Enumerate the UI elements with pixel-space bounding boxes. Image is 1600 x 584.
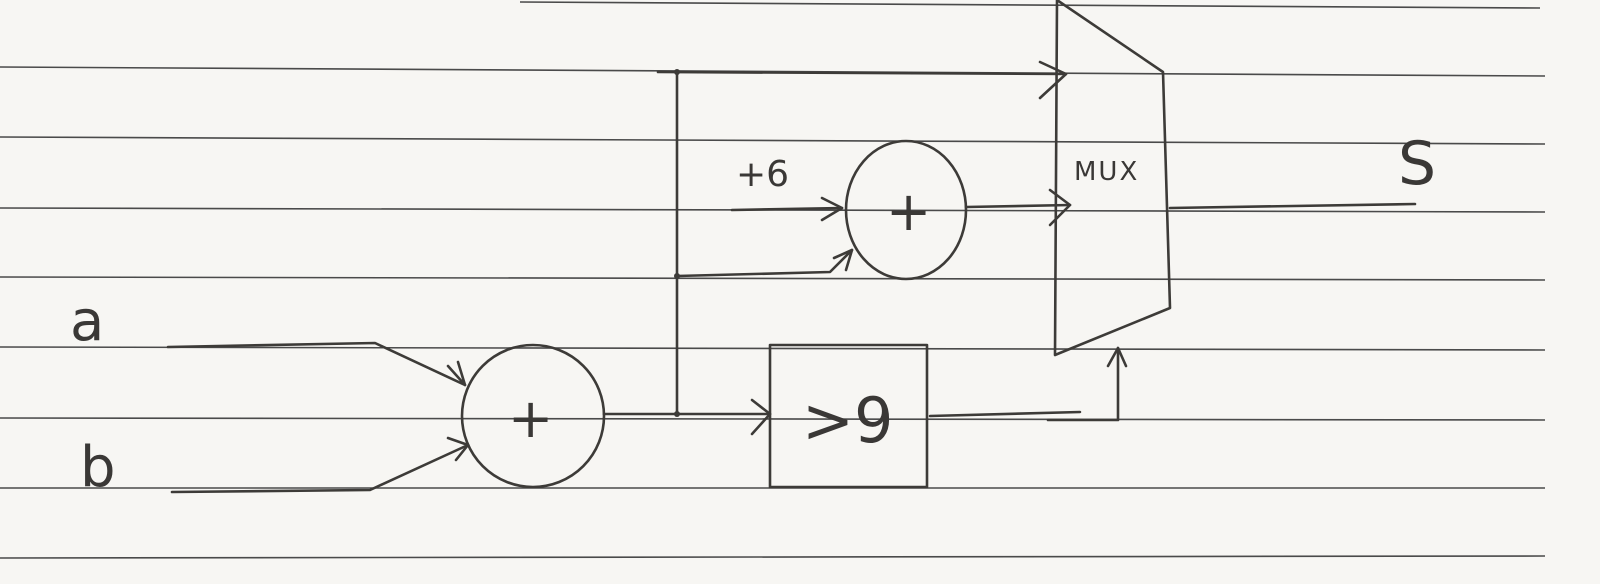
junction-dot [674, 69, 680, 75]
comparator-label: >9 [802, 384, 893, 457]
junction-dot [674, 411, 680, 417]
constant-plus-6: +6 [736, 154, 789, 195]
notebook-rules [0, 1, 1546, 559]
input-a-label: a [70, 289, 104, 354]
adder-to-mux-wire [964, 188, 1072, 227]
sum-bus [602, 60, 1068, 436]
adder-plus-6: + [844, 139, 968, 281]
mux-label: MUX [1074, 157, 1139, 187]
constant-wire [730, 196, 844, 222]
multiplexer: MUX [1053, 0, 1172, 357]
output-wire [1168, 202, 1417, 210]
input-a-wire [166, 341, 467, 387]
adder-plus-6-symbol: + [886, 180, 931, 243]
adder-ab-symbol: + [508, 387, 553, 450]
output-s-label: S [1398, 129, 1436, 199]
input-b-label: b [80, 435, 116, 500]
adder-ab: + [460, 343, 606, 489]
input-b-wire [170, 436, 470, 494]
comparator-gt-9: >9 [768, 343, 929, 489]
select-wire [928, 346, 1128, 422]
junction-dot [674, 273, 680, 279]
